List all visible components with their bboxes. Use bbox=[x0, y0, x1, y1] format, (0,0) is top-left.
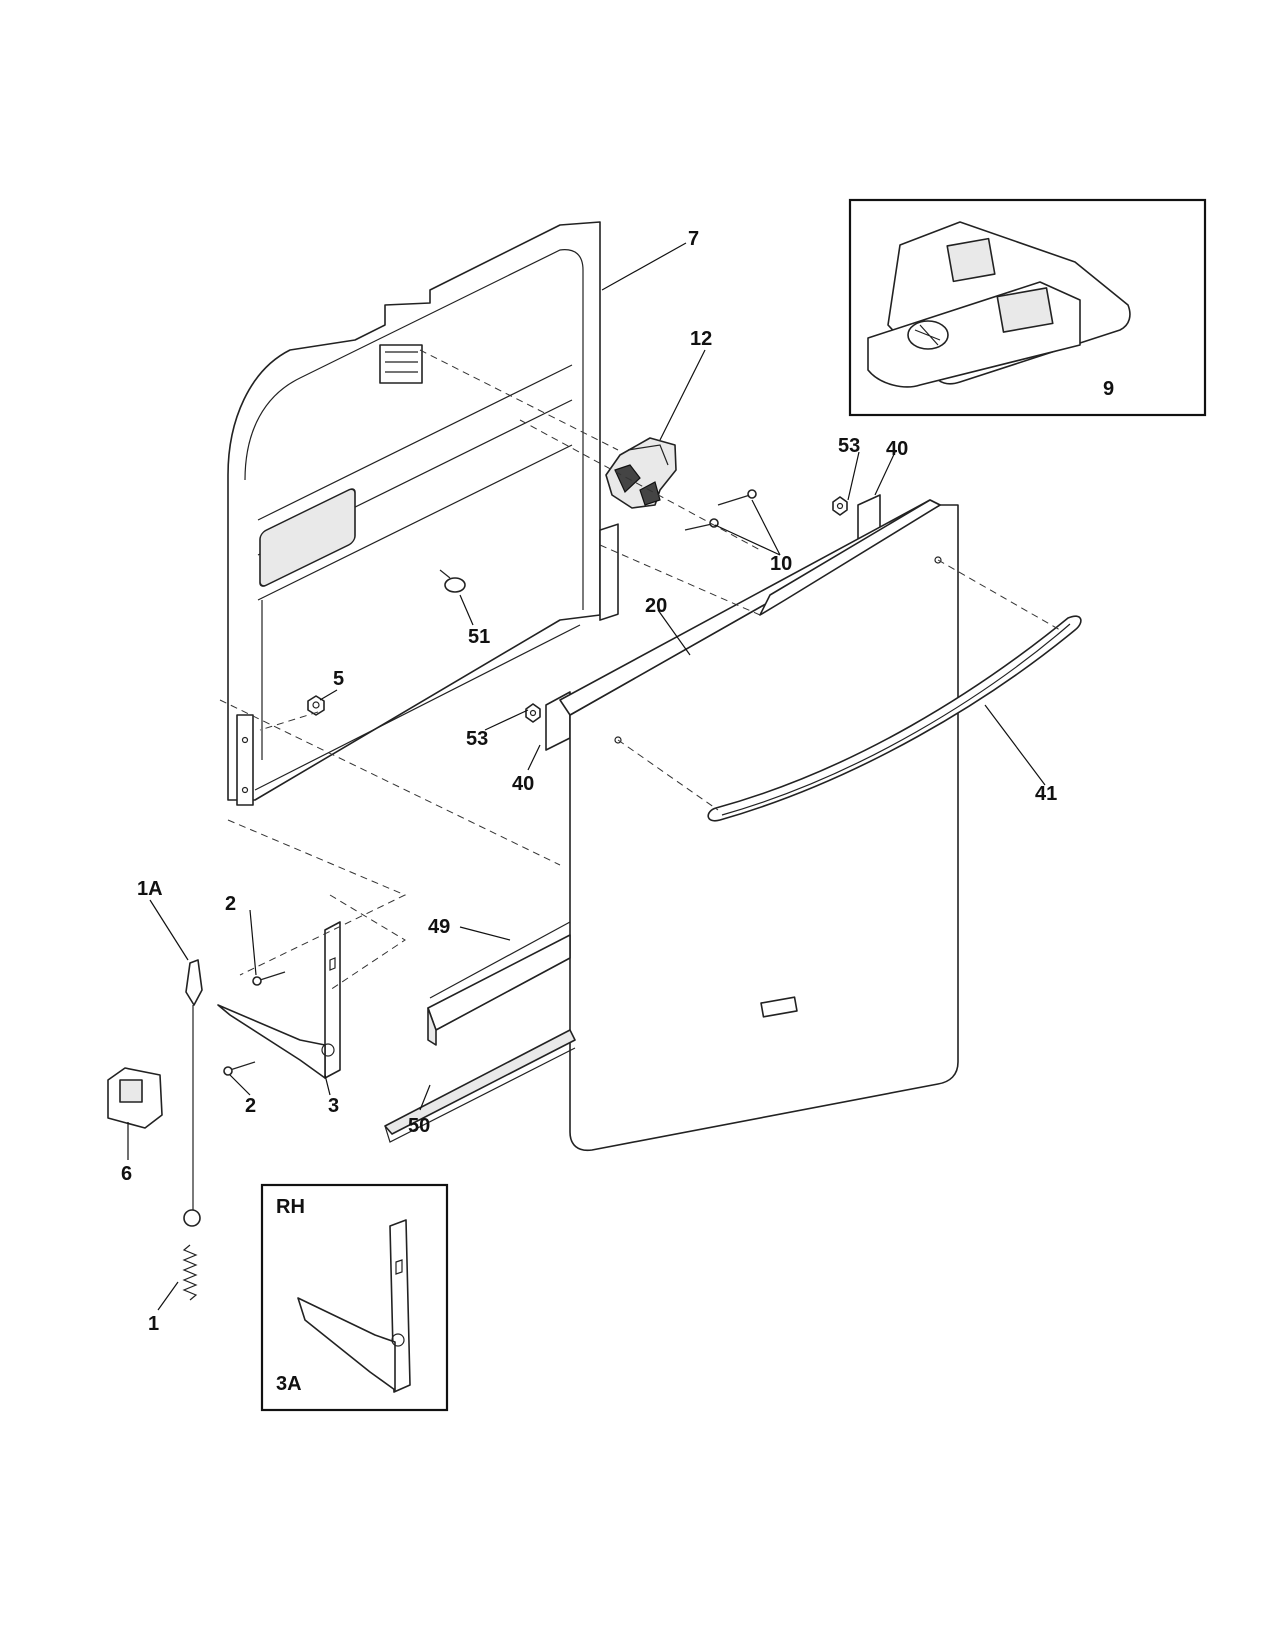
nut-53-lower bbox=[525, 703, 541, 723]
screws-10 bbox=[684, 489, 757, 531]
trim-50 bbox=[384, 1029, 576, 1143]
callout-12: 12 bbox=[690, 328, 712, 350]
leader-lines bbox=[127, 242, 1046, 1311]
callout-labels: 7 12 9 53 40 10 20 51 5 53 40 41 1A 2 49… bbox=[121, 228, 1114, 1395]
callout-20: 20 bbox=[645, 595, 667, 617]
callout-2-lower: 2 bbox=[245, 1095, 256, 1117]
screws-2 bbox=[223, 971, 286, 1076]
door-handle bbox=[707, 615, 1082, 822]
callout-53-upper: 53 bbox=[838, 435, 860, 457]
callout-7: 7 bbox=[688, 228, 699, 250]
rh-hinge-inset-box bbox=[260, 1183, 449, 1412]
callout-41: 41 bbox=[1035, 783, 1057, 805]
callout-1: 1 bbox=[148, 1313, 159, 1335]
dispenser-9 bbox=[867, 221, 1131, 388]
dispenser-inset-box bbox=[848, 198, 1207, 417]
callout-40-upper: 40 bbox=[886, 438, 908, 460]
pin-51 bbox=[439, 569, 466, 593]
door-latch bbox=[605, 437, 677, 509]
callout-3a: 3A bbox=[276, 1373, 302, 1395]
trim-49 bbox=[427, 921, 571, 1046]
label-rh: RH bbox=[276, 1196, 305, 1218]
hinge-3 bbox=[217, 921, 341, 1079]
nut-5 bbox=[307, 695, 325, 716]
callout-53-lower: 53 bbox=[466, 728, 488, 750]
callout-10: 10 bbox=[770, 553, 792, 575]
callout-50: 50 bbox=[408, 1115, 430, 1137]
outer-door-panel bbox=[559, 499, 959, 1152]
nut-53-upper bbox=[832, 496, 848, 516]
hinge-3a bbox=[297, 1219, 411, 1393]
assembly-lines bbox=[219, 349, 1061, 991]
callout-49: 49 bbox=[428, 916, 450, 938]
cable-1a bbox=[183, 959, 203, 1227]
callout-5: 5 bbox=[333, 668, 344, 690]
inner-door-panel bbox=[227, 221, 619, 806]
vent-block bbox=[379, 344, 423, 384]
cable-bracket-6 bbox=[107, 1067, 163, 1129]
callout-1a: 1A bbox=[137, 878, 163, 900]
spring-1 bbox=[182, 1244, 198, 1301]
callout-9: 9 bbox=[1103, 378, 1114, 400]
callout-6: 6 bbox=[121, 1163, 132, 1185]
callout-40-lower: 40 bbox=[512, 773, 534, 795]
callout-51: 51 bbox=[468, 626, 490, 648]
callout-3: 3 bbox=[328, 1095, 339, 1117]
callout-2-upper: 2 bbox=[225, 893, 236, 915]
